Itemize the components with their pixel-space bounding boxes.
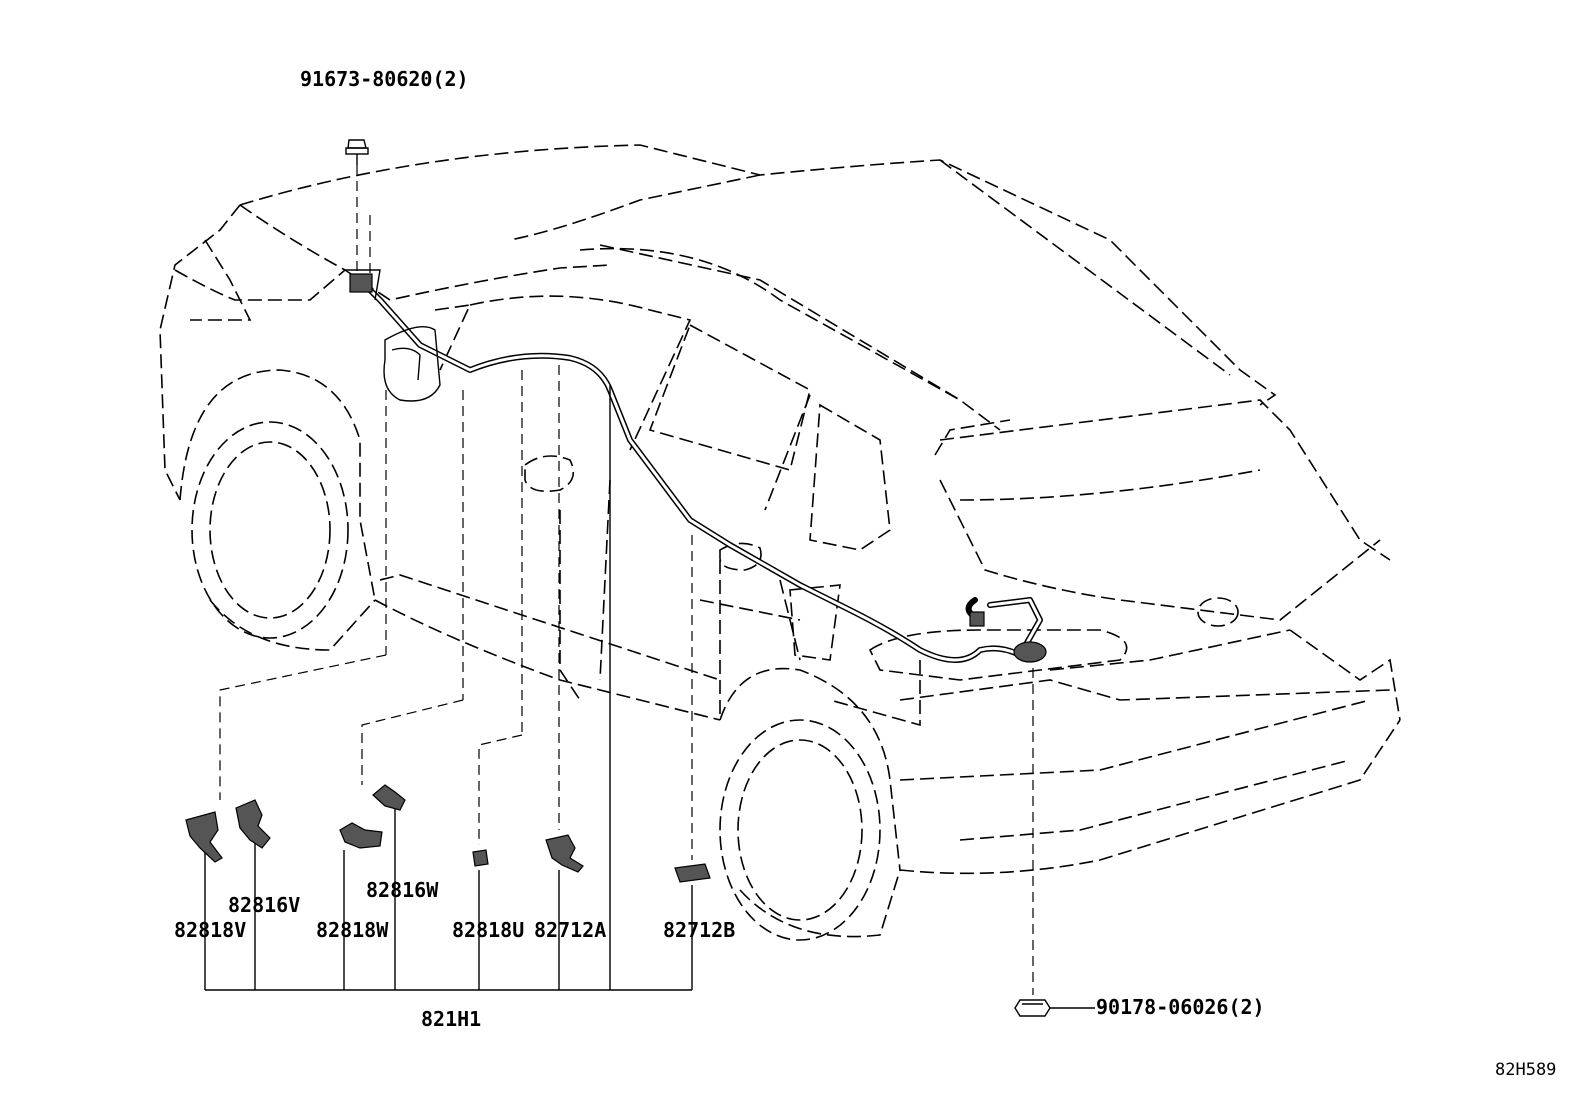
protector-82712A [545, 834, 584, 873]
clamp-82816V [235, 799, 271, 849]
clamp-82818V [185, 811, 223, 863]
label-821H1: 821H1 [421, 1007, 481, 1031]
protector-82712B [674, 863, 711, 883]
nut-90178-06026 [1014, 999, 1051, 1017]
grommet-82818U [472, 849, 489, 867]
label-82816V: 82816V [228, 893, 300, 917]
label-82712B: 82712B [663, 918, 735, 942]
label-82818V: 82818V [174, 918, 246, 942]
wire-harness-821H1 [345, 269, 1047, 663]
clip-front [349, 273, 373, 293]
label-82818U: 82818U [452, 918, 524, 942]
clamp-82818W [339, 822, 383, 849]
leader-lines [219, 165, 1095, 1009]
label-82816W: 82816W [366, 878, 439, 902]
diagram-id: 82H589 [1495, 1060, 1556, 1080]
clamp-82816W [372, 784, 406, 811]
bolt-91673-80620 [345, 139, 369, 165]
label-nut-rear: 90178-06026(2) [1096, 995, 1265, 1019]
harness-bracket [204, 385, 693, 991]
vehicle-outline [159, 144, 1401, 941]
label-bolt-top: 91673-80620(2) [300, 67, 469, 91]
label-82712A: 82712A [534, 918, 606, 942]
label-82818W: 82818W [316, 918, 389, 942]
